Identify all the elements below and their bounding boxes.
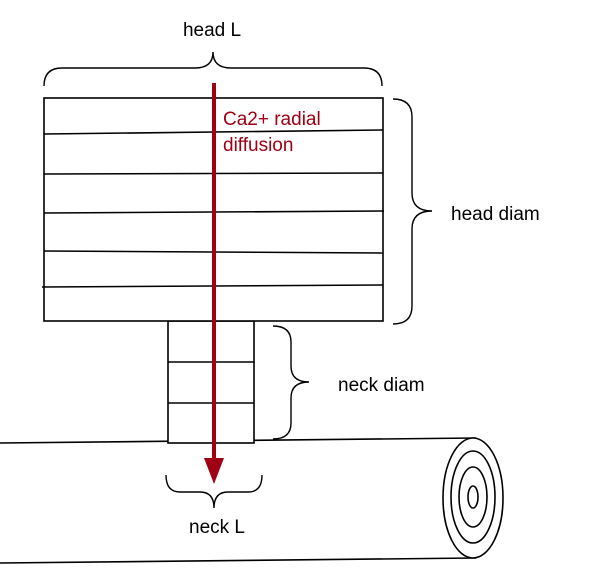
diffusion-label-line2: diffusion xyxy=(223,135,293,156)
dendrite-end-core xyxy=(467,485,479,509)
dendrite-end-ring-2 xyxy=(450,450,496,544)
diffusion-label-line1: Ca2+ radial xyxy=(223,109,321,130)
head-length-brace xyxy=(43,51,383,87)
head-length-label: head L xyxy=(183,20,241,41)
neck-length-brace xyxy=(165,474,263,509)
diffusion-arrow-head xyxy=(204,458,224,484)
dendrite-shaft xyxy=(0,437,477,564)
diffusion-arrow xyxy=(204,83,224,484)
dendrite-bottom-edge xyxy=(0,557,477,564)
spine-neck xyxy=(167,320,255,444)
neck-length-label: neck L xyxy=(189,517,245,538)
dendrite-end-cap xyxy=(442,437,504,559)
head-diameter-label: head diam xyxy=(451,204,540,225)
neck-outline xyxy=(167,320,255,444)
head-diameter-brace xyxy=(392,98,433,325)
neck-diameter-label: neck diam xyxy=(338,375,425,396)
dendrite-end-ring-3 xyxy=(458,466,488,528)
neck-diameter-brace xyxy=(272,325,310,440)
dendrite-end-outer xyxy=(442,437,504,559)
